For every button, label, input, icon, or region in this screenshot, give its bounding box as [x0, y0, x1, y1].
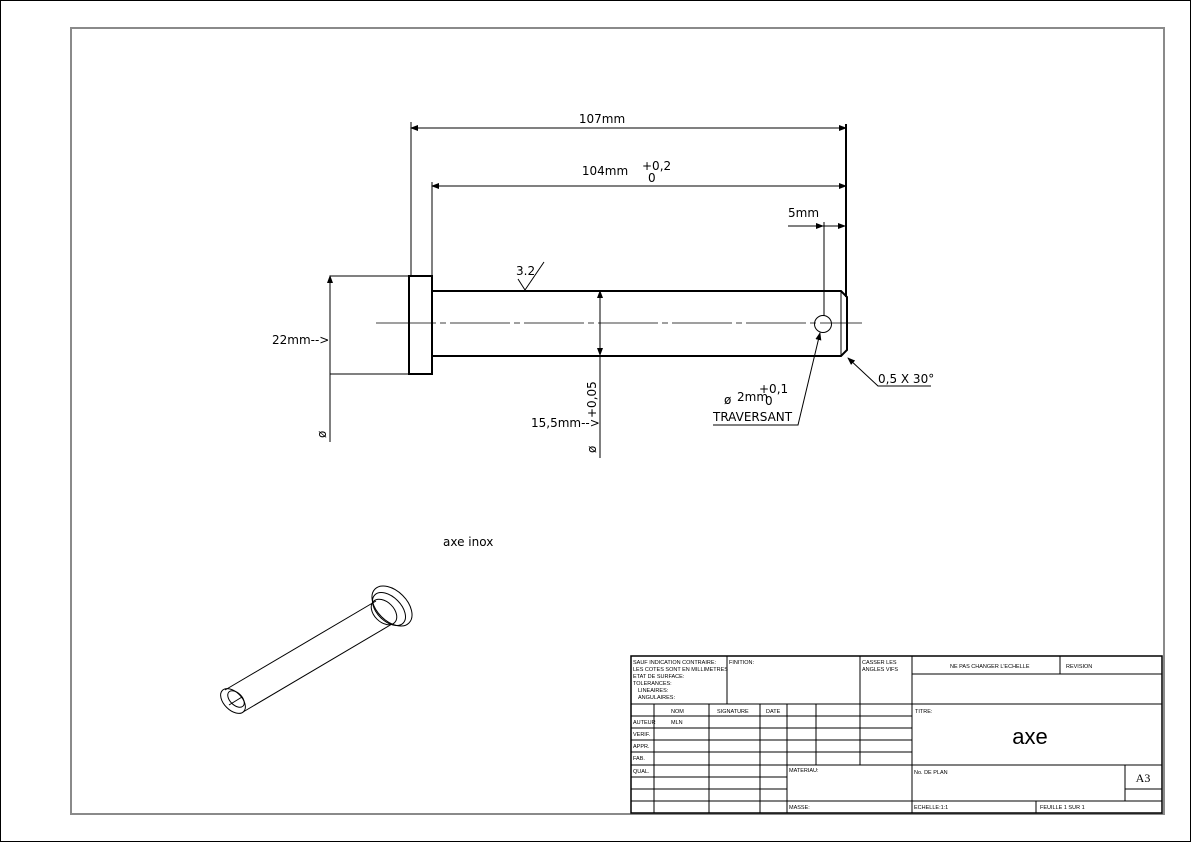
- chamfer-leader: [847, 357, 931, 387]
- tb-note-3: ETAT DE SURFACE:: [633, 674, 685, 680]
- iso-head-inner: [372, 592, 406, 626]
- roughness-value: 3.2: [516, 264, 535, 278]
- tb-no-scale: NE PAS CHANGER L'ECHELLE: [950, 664, 1030, 670]
- hole-diameter-symbol: ø: [724, 393, 731, 407]
- title-block-border: [630, 655, 1163, 814]
- tb-row-author: AUTEUR: [633, 720, 656, 726]
- pin-head-face: [408, 275, 433, 375]
- hole-leader: [713, 332, 822, 426]
- title-block: [630, 655, 1163, 814]
- tb-break-edges-2: ANGLES VIFS: [862, 667, 898, 673]
- tb-finish-label: FINITION:: [729, 660, 755, 666]
- dim-shank-arrow-lower: [597, 348, 603, 356]
- tb-sheet-label: FEUILLE 1 SUR 1: [1040, 805, 1085, 811]
- cross-hole: [814, 315, 832, 333]
- tb-col-date: DATE: [766, 709, 781, 715]
- iso-shank-bottom: [242, 623, 393, 713]
- hole-diameter: 2mm: [737, 390, 768, 404]
- tb-title: axe: [1012, 724, 1047, 749]
- dim-head-diameter: 22mm-->: [272, 333, 329, 347]
- dim-shank-diameter: 15,5mm-->: [531, 416, 600, 430]
- drawing-frame: [70, 27, 1165, 815]
- drawing-caption: axe inox: [443, 535, 493, 549]
- tb-note-1: SAUF INDICATION CONTRAIRE:: [633, 660, 716, 666]
- dim-shank-diameter-tol: +0,05: [585, 381, 599, 418]
- dim-shank-tol-lower: 0: [648, 171, 656, 185]
- tb-mass-label: MASSE:: [789, 805, 810, 811]
- iso-shank-top: [224, 600, 377, 691]
- tb-col-signature: SIGNATURE: [717, 709, 749, 715]
- chamfer-note: 0,5 X 30°: [878, 372, 934, 386]
- pin-head: [329, 275, 433, 375]
- iso-end-inner: [227, 690, 245, 708]
- roughness-symbol: [517, 261, 545, 291]
- tb-plan-no-label: No. DE PLAN: [914, 770, 948, 776]
- tb-break-edges-1: CASSER LES: [862, 660, 897, 666]
- hole-tol-lower: 0: [765, 394, 773, 408]
- tb-format: A3: [1136, 771, 1151, 785]
- dim-shank-diameter-symbol: ø: [585, 446, 599, 453]
- dim-shank-tol-upper: +0,2: [642, 159, 671, 173]
- tb-col-name: NOM: [671, 709, 684, 715]
- tb-author-name: MLN: [671, 720, 683, 726]
- tb-material-label: MATERIAU:: [789, 768, 819, 774]
- hole-tol-upper: +0,1: [759, 382, 788, 396]
- pin-side-view: [329, 275, 862, 375]
- tb-title-label: TITRE:: [915, 709, 933, 715]
- dim-hole-offset-arrows: [816, 223, 846, 229]
- hole-note: TRAVERSANT: [712, 410, 793, 424]
- tb-row-approve: APPR.: [633, 744, 650, 750]
- tb-note-2: LES COTES SONT EN MILLIMETRES: [633, 667, 728, 673]
- dim-hole-offset: 5mm: [788, 206, 819, 220]
- tb-note-6: ANGULAIRES:: [638, 695, 675, 701]
- tb-row-check: VERIF.: [633, 732, 651, 738]
- dim-head-diameter-symbol: ø: [315, 431, 329, 438]
- iso-head-back: [370, 598, 398, 626]
- pin-shank: [432, 290, 848, 357]
- tb-revision-label: REVISION: [1066, 664, 1092, 670]
- tb-row-fab: FAB.: [633, 756, 645, 762]
- tb-scale-label: ECHELLE:1:1: [914, 805, 948, 811]
- iso-head-outer: [371, 585, 413, 627]
- iso-end: [220, 688, 246, 714]
- pin-isometric-view: [220, 585, 413, 714]
- iso-hole-line: [228, 696, 243, 706]
- dim-shank-length: 104mm: [582, 164, 628, 178]
- dim-overall-length: 107mm: [579, 112, 625, 126]
- tb-note-4: TOLERANCES:: [633, 681, 672, 687]
- tb-row-qual: QUAL.: [633, 769, 650, 775]
- tb-note-5: LINEAIRES:: [638, 688, 669, 694]
